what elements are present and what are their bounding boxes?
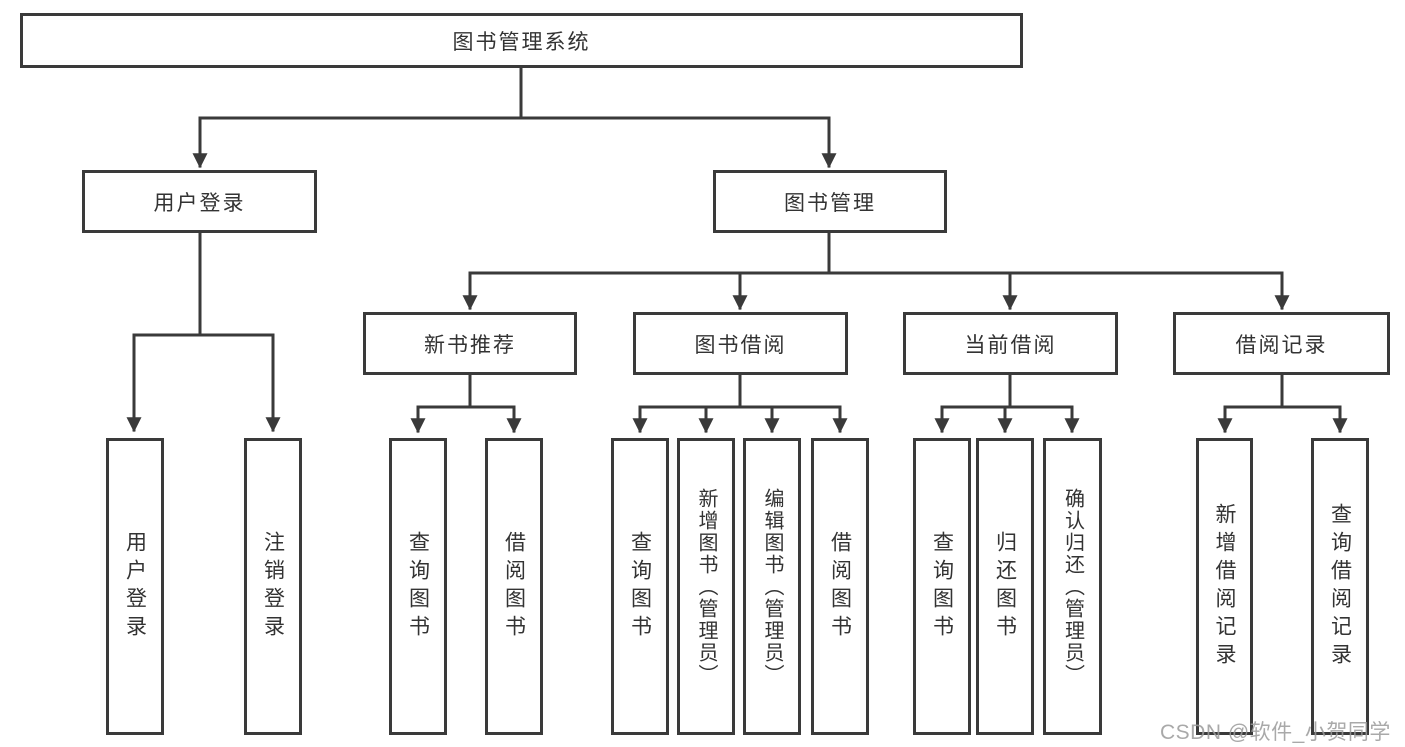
leaf-logout: 注销登录 (244, 438, 302, 735)
leaf-query-books-current: 查询图书 (913, 438, 971, 735)
node-book-management: 图书管理 (713, 170, 947, 233)
node-current-borrow: 当前借阅 (903, 312, 1118, 375)
node-user-login: 用户登录 (82, 170, 317, 233)
leaf-edit-book-admin: 编辑图书（管理员） (743, 438, 801, 735)
node-borrow-records: 借阅记录 (1173, 312, 1390, 375)
leaf-user-login: 用户登录 (106, 438, 164, 735)
leaf-borrow-books: 借阅图书 (811, 438, 869, 735)
node-library-management-system: 图书管理系统 (20, 13, 1023, 68)
leaf-query-borrow-record: 查询借阅记录 (1311, 438, 1369, 735)
leaf-query-books-borrow: 查询图书 (611, 438, 669, 735)
leaf-return-book: 归还图书 (976, 438, 1034, 735)
node-new-book-recommend: 新书推荐 (363, 312, 577, 375)
leaf-borrow-books-recommend: 借阅图书 (485, 438, 543, 735)
leaf-add-borrow-record: 新增借阅记录 (1196, 438, 1253, 735)
node-book-borrow: 图书借阅 (633, 312, 848, 375)
leaf-add-book-admin: 新增图书（管理员） (677, 438, 735, 735)
csdn-watermark: CSDN @软件_小贺同学 (1160, 721, 1391, 744)
leaf-query-books-recommend: 查询图书 (389, 438, 447, 735)
leaf-confirm-return-admin: 确认归还（管理员） (1043, 438, 1102, 735)
